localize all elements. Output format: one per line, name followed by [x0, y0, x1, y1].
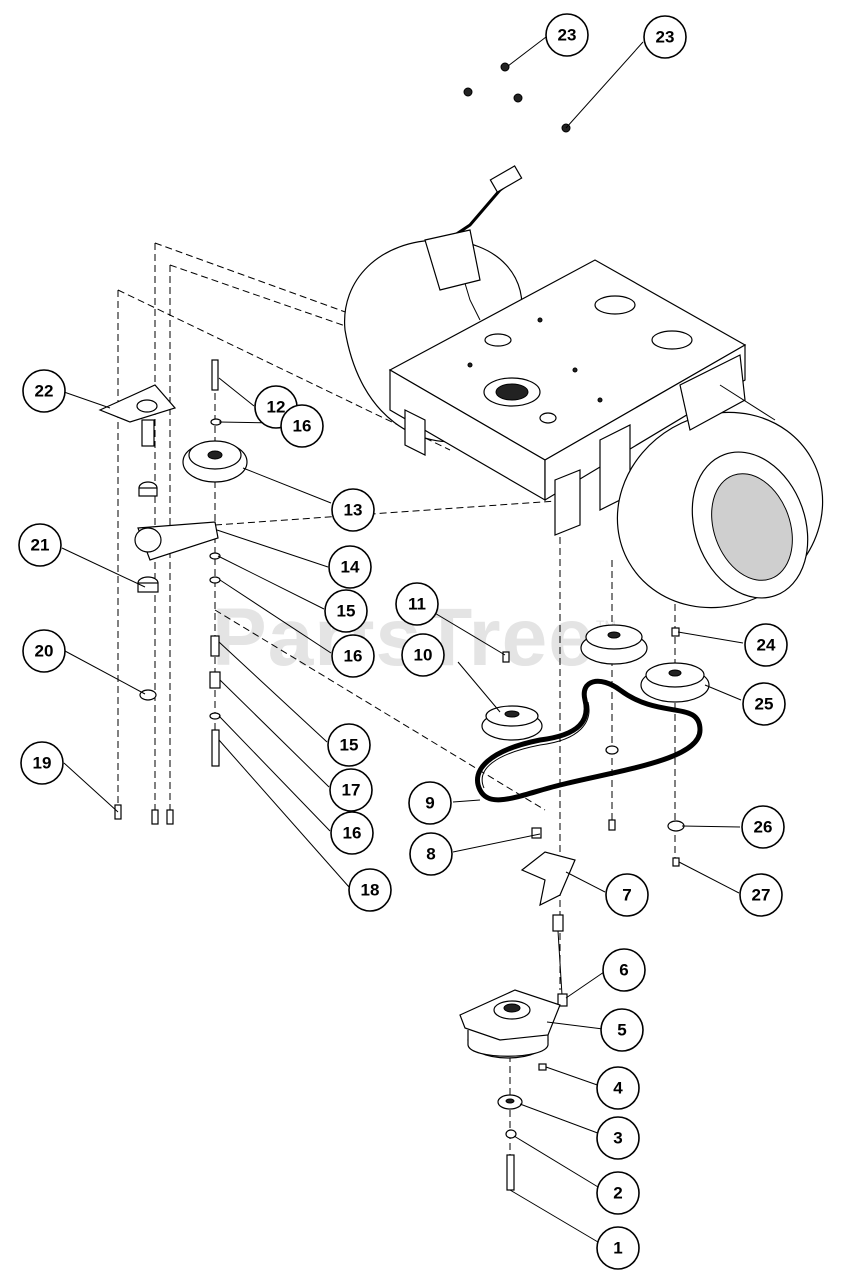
callout-16-middle[interactable]: 16 — [331, 634, 375, 678]
callout-label: 27 — [752, 886, 771, 905]
callout-6[interactable]: 6 — [602, 948, 646, 992]
idler-assembly — [98, 359, 248, 825]
callout-7[interactable]: 7 — [605, 873, 649, 917]
callout-label: 23 — [558, 26, 577, 45]
callout-2[interactable]: 2 — [596, 1171, 640, 1215]
callout-label: 9 — [425, 794, 434, 813]
callout-label: 15 — [337, 602, 356, 621]
callout-label: 22 — [35, 382, 54, 401]
callout-label: 14 — [341, 558, 360, 577]
callout-label: 18 — [361, 881, 380, 900]
drive-components — [459, 624, 710, 1191]
callout-15[interactable]: 15 — [324, 589, 368, 633]
callout-14[interactable]: 14 — [328, 545, 372, 589]
callout-label: 4 — [613, 1079, 623, 1098]
callout-26[interactable]: 26 — [741, 805, 785, 849]
callout-label: 19 — [33, 754, 52, 773]
callout-4[interactable]: 4 — [596, 1066, 640, 1110]
callout-label: 21 — [31, 536, 50, 555]
callout-label: 6 — [619, 961, 628, 980]
callout-18[interactable]: 18 — [348, 868, 392, 912]
callout-label: 26 — [754, 818, 773, 837]
callout-label: 7 — [622, 886, 631, 905]
callout-1[interactable]: 1 — [596, 1226, 640, 1270]
callout-3[interactable]: 3 — [596, 1116, 640, 1160]
callout-8[interactable]: 8 — [409, 832, 453, 876]
callout-label: 10 — [414, 646, 433, 665]
callout-label: 12 — [267, 398, 286, 417]
callout-label: 5 — [617, 1021, 626, 1040]
callout-23-right[interactable]: 23 — [643, 15, 687, 59]
callout-label: 1 — [613, 1239, 622, 1258]
callout-label: 16 — [293, 417, 312, 436]
callout-label: 16 — [343, 824, 362, 843]
callout-label: 16 — [344, 647, 363, 666]
callout-10[interactable]: 10 — [401, 633, 445, 677]
callout-22[interactable]: 22 — [22, 369, 66, 413]
callout-label: 13 — [344, 501, 363, 520]
callout-16-upper[interactable]: 16 — [280, 404, 324, 448]
callout-label: 3 — [613, 1129, 622, 1148]
callout-15-lower[interactable]: 15 — [327, 723, 371, 767]
callout-label: 17 — [342, 781, 361, 800]
callouts: 1 2 3 4 5 6 7 8 9 10 11 12 13 14 15 16 1… — [18, 13, 788, 1270]
callout-label: 2 — [613, 1184, 622, 1203]
callout-19[interactable]: 19 — [20, 741, 64, 785]
callout-16-lower[interactable]: 16 — [330, 811, 374, 855]
callout-9[interactable]: 9 — [408, 781, 452, 825]
tractor-frame — [344, 165, 824, 609]
callout-17[interactable]: 17 — [329, 768, 373, 812]
callout-label: 24 — [757, 636, 776, 655]
callout-24[interactable]: 24 — [744, 623, 788, 667]
callout-label: 23 — [656, 28, 675, 47]
leader-lines — [61, 36, 744, 1246]
callout-5[interactable]: 5 — [600, 1008, 644, 1052]
callout-label: 11 — [408, 595, 426, 614]
callout-label: 20 — [35, 642, 54, 661]
callout-23-left[interactable]: 23 — [545, 13, 589, 57]
callout-label: 25 — [755, 695, 774, 714]
callout-27[interactable]: 27 — [739, 873, 783, 917]
callout-13[interactable]: 13 — [331, 488, 375, 532]
callout-25[interactable]: 25 — [742, 682, 786, 726]
callout-label: 8 — [426, 845, 435, 864]
callout-11[interactable]: 11 — [395, 582, 439, 626]
nuts-23 — [463, 62, 571, 133]
callout-label: 15 — [340, 736, 359, 755]
callout-21[interactable]: 21 — [18, 523, 62, 567]
callout-20[interactable]: 20 — [22, 629, 66, 673]
